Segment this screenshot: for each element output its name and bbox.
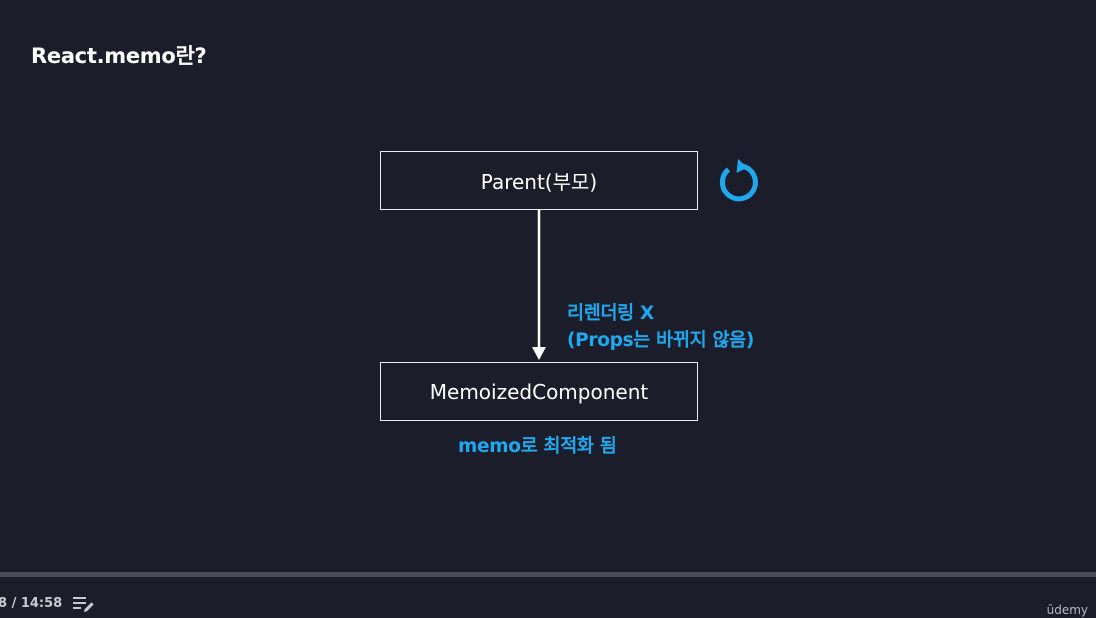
memoized-component-label: MemoizedComponent — [429, 379, 649, 404]
video-progress-bar[interactable] — [0, 572, 1096, 577]
parent-component-label: Parent(부모) — [480, 170, 598, 194]
parent-component-box: Parent(부모) — [380, 151, 698, 210]
lecture-slide: React.memo란? Parent(부모) 리렌더링 X (Props는 바… — [31, 44, 758, 457]
no-rerender-note: 리렌더링 X — [567, 303, 654, 324]
udemy-logo: ūdemy — [1046, 603, 1088, 617]
player-control-bar: 8 / 14:58 ūdemy — [0, 577, 1096, 618]
time-display: 8 / 14:58 — [0, 596, 63, 611]
transcript-edit-icon[interactable] — [72, 594, 96, 614]
props-unchanged-note: (Props는 바뀌지 않음) — [567, 330, 755, 351]
refresh-icon — [719, 159, 758, 202]
slide-title: React.memo란? — [31, 44, 207, 68]
render-flow-arrow — [532, 210, 546, 360]
memoized-component-box: MemoizedComponent — [380, 362, 698, 421]
memo-optimized-note: memo로 최적화 됨 — [458, 436, 617, 457]
